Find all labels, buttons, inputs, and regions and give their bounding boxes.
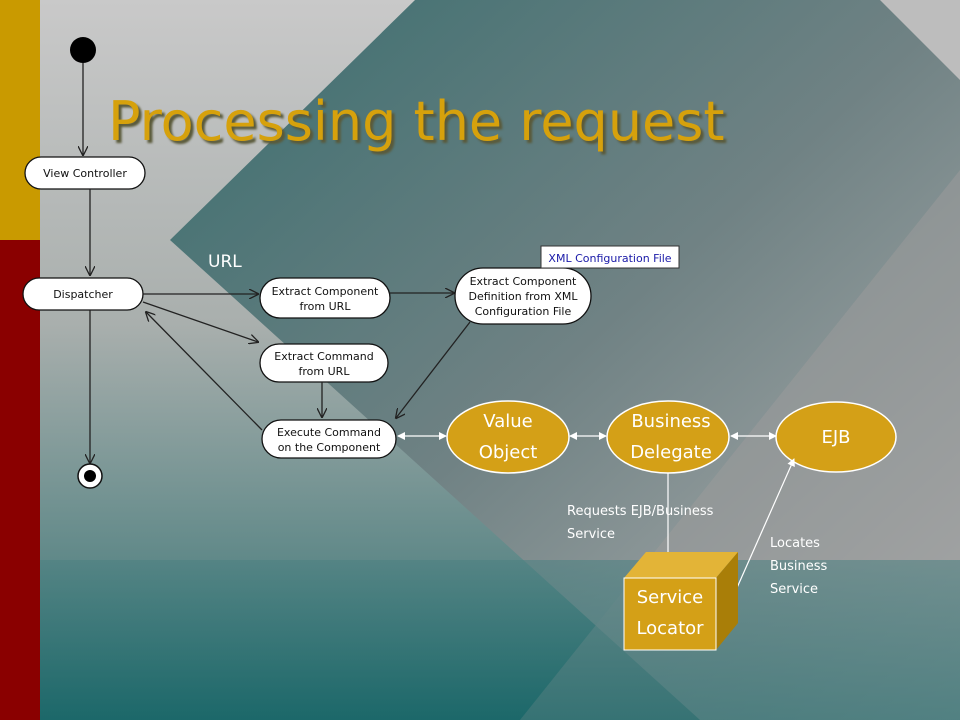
extract-component-label-1: Extract Component xyxy=(272,285,379,298)
extract-command-label-1: Extract Command xyxy=(274,350,373,363)
extract-definition-label-2: Definition from XML xyxy=(468,290,578,303)
locates-label-2: Business xyxy=(770,559,828,574)
locates-label-3: Service xyxy=(770,582,819,597)
value-object-label-2: Object xyxy=(478,442,538,463)
left-gold-bar xyxy=(0,0,40,240)
requests-label: Requests EJB/Business Service xyxy=(567,500,713,546)
business-delegate-label-1: Business xyxy=(631,411,711,432)
url-label: URL xyxy=(208,252,242,272)
view-controller-label: View Controller xyxy=(43,167,127,180)
view-controller-node xyxy=(24,156,146,190)
value-object-oval xyxy=(446,400,570,474)
execute-command-label-2: on the Component xyxy=(278,441,381,454)
start-node xyxy=(70,37,96,63)
extract-component-node xyxy=(259,277,391,319)
service-locator-label-1: Service xyxy=(636,587,704,608)
service-locator-label-2: Locator xyxy=(636,618,704,639)
extract-definition-node xyxy=(454,267,592,325)
xml-config-note xyxy=(540,245,680,269)
service-locator-top xyxy=(624,552,738,578)
service-locator-side xyxy=(716,552,738,650)
locates-label: Locates Business Service xyxy=(770,532,827,601)
page-title: Processing the request xyxy=(108,90,725,153)
activity-diagram: View Controller Dispatcher Extract Compo… xyxy=(22,37,680,489)
xml-config-note-label: XML Configuration File xyxy=(548,252,671,265)
extract-component-label-2: from URL xyxy=(300,300,352,313)
extract-definition-label-3: Configuration File xyxy=(475,305,572,318)
ejb-oval xyxy=(775,401,897,473)
extract-command-node xyxy=(259,343,389,383)
component-diagram xyxy=(397,400,897,651)
locates-label-1: Locates xyxy=(770,536,820,551)
execute-command-node xyxy=(261,419,397,459)
requests-label-1: Requests EJB/Business xyxy=(567,504,714,519)
ejb-label: EJB xyxy=(821,427,851,448)
service-locator-box xyxy=(623,577,717,651)
business-delegate-label-2: Delegate xyxy=(630,442,712,463)
dispatcher-label: Dispatcher xyxy=(53,288,113,301)
value-object-label: Value Object xyxy=(447,406,569,468)
value-object-label-1: Value xyxy=(483,411,533,432)
extract-definition-label-1: Extract Component xyxy=(470,275,577,288)
left-red-bar xyxy=(0,240,40,720)
requests-label-2: Service xyxy=(567,527,616,542)
corner-shape xyxy=(880,0,960,80)
business-delegate-label: Business Delegate xyxy=(607,406,735,468)
execute-command-label-1: Execute Command xyxy=(277,426,381,439)
extract-command-label-2: from URL xyxy=(299,365,351,378)
service-locator-label: Service Locator xyxy=(624,582,716,644)
